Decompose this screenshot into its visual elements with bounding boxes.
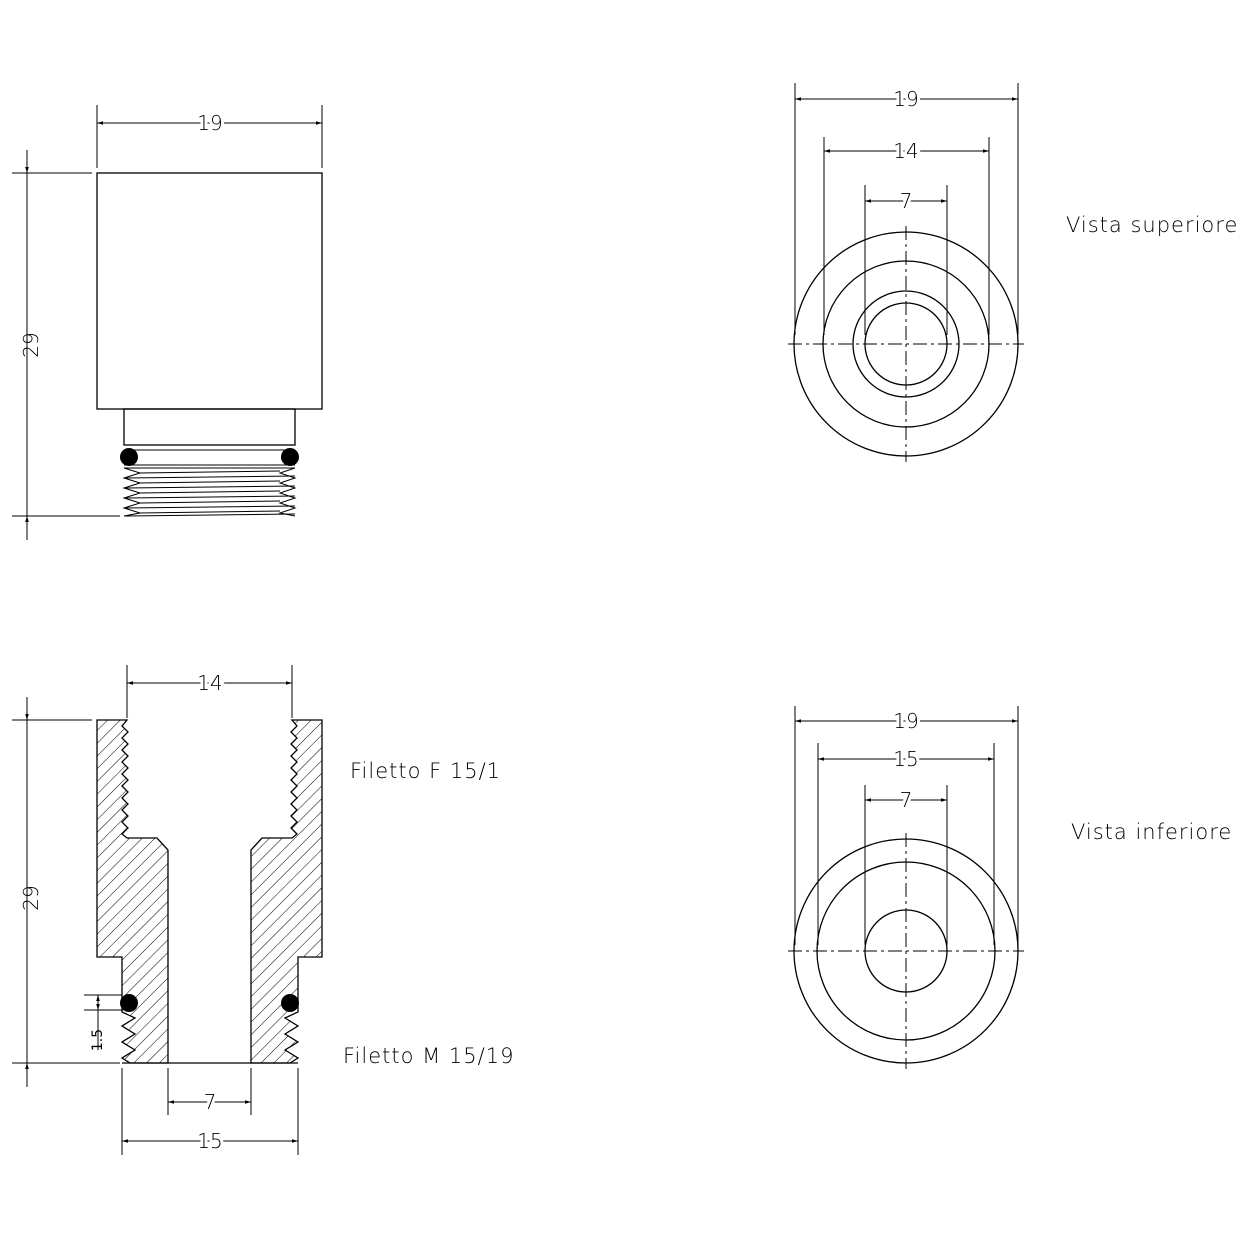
section-top-dim: 14 bbox=[197, 671, 222, 695]
thread-bottom-label: Filetto M 15/19 bbox=[343, 1044, 514, 1068]
section-view: 14 29 1.5 7 15 Filetto F bbox=[12, 665, 514, 1156]
side-width-dim: 19 bbox=[197, 111, 222, 135]
bottom-dim-middle: 15 bbox=[893, 747, 918, 771]
side-height-dim: 29 bbox=[19, 332, 43, 357]
section-bottom-dim: 15 bbox=[197, 1129, 222, 1153]
top-dim-middle: 14 bbox=[893, 139, 918, 163]
bottom-dim-outer: 19 bbox=[893, 709, 918, 733]
bottom-view-title: Vista inferiore bbox=[1071, 820, 1232, 844]
section-oring-dim: 1.5 bbox=[90, 1029, 106, 1051]
bottom-view: 19 15 7 Vista inferiore bbox=[788, 706, 1232, 1069]
top-dim-outer: 19 bbox=[893, 87, 918, 111]
top-view-title: Vista superiore bbox=[1066, 213, 1238, 237]
section-bore-dim: 7 bbox=[204, 1090, 217, 1114]
bottom-dim-inner: 7 bbox=[900, 788, 913, 812]
side-view: 19 29 bbox=[12, 105, 323, 540]
top-view: 19 14 7 Vista superiore bbox=[788, 83, 1238, 462]
top-dim-inner: 7 bbox=[900, 189, 913, 213]
section-height-dim: 29 bbox=[19, 885, 43, 910]
thread-top-label: Filetto F 15/1 bbox=[350, 759, 501, 783]
